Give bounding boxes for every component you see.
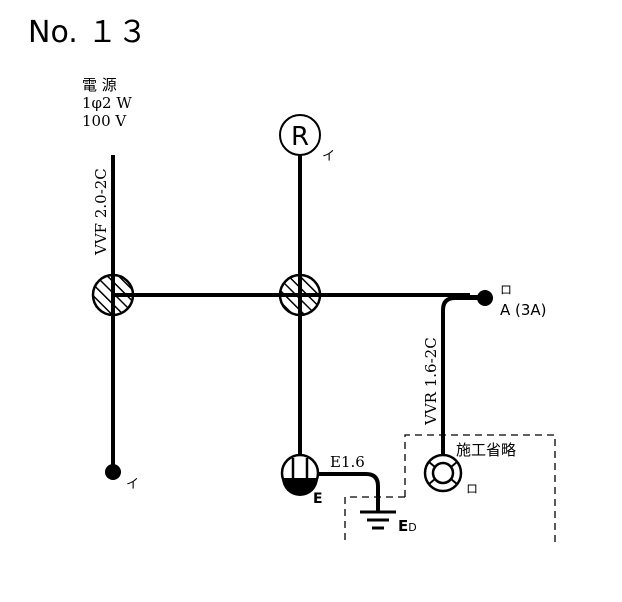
ground-label: ED [398,517,417,535]
switch-cable-label: VVR 1.6-2C [422,337,440,426]
earth-wire [318,472,380,512]
earth-cable-label: E1.6 [330,453,365,471]
outlet-e-label: E [313,491,323,507]
main-cable-label: VVF 2.0-2C [92,168,110,256]
receptacle-lamp-r: R [279,114,321,156]
diagram-title: No. １３ [28,15,147,50]
breaker-rating: A (3A) [500,301,547,319]
r-symbol: R [291,122,309,152]
ground-icon [360,510,396,530]
power-label-1: 電 源 [82,76,117,94]
lamp-ro-label: ロ [466,482,478,496]
lamp-ro [423,453,463,493]
omitted-label: 施工省略 [456,441,516,459]
power-label-2: 1φ2 W [82,94,132,112]
junction-box-middle [278,273,322,317]
switch-wire [441,296,485,456]
switch-ro [477,290,493,306]
outlet-with-earth [280,453,320,496]
switch-ro-label: ロ [500,283,512,297]
switch-i-label: イ [126,477,139,492]
receptacle-label: イ [322,149,335,164]
junction-box-left [91,273,135,317]
switch-i [105,464,121,480]
power-label-3: 100 V [82,112,127,130]
omitted-area-border [344,434,556,545]
